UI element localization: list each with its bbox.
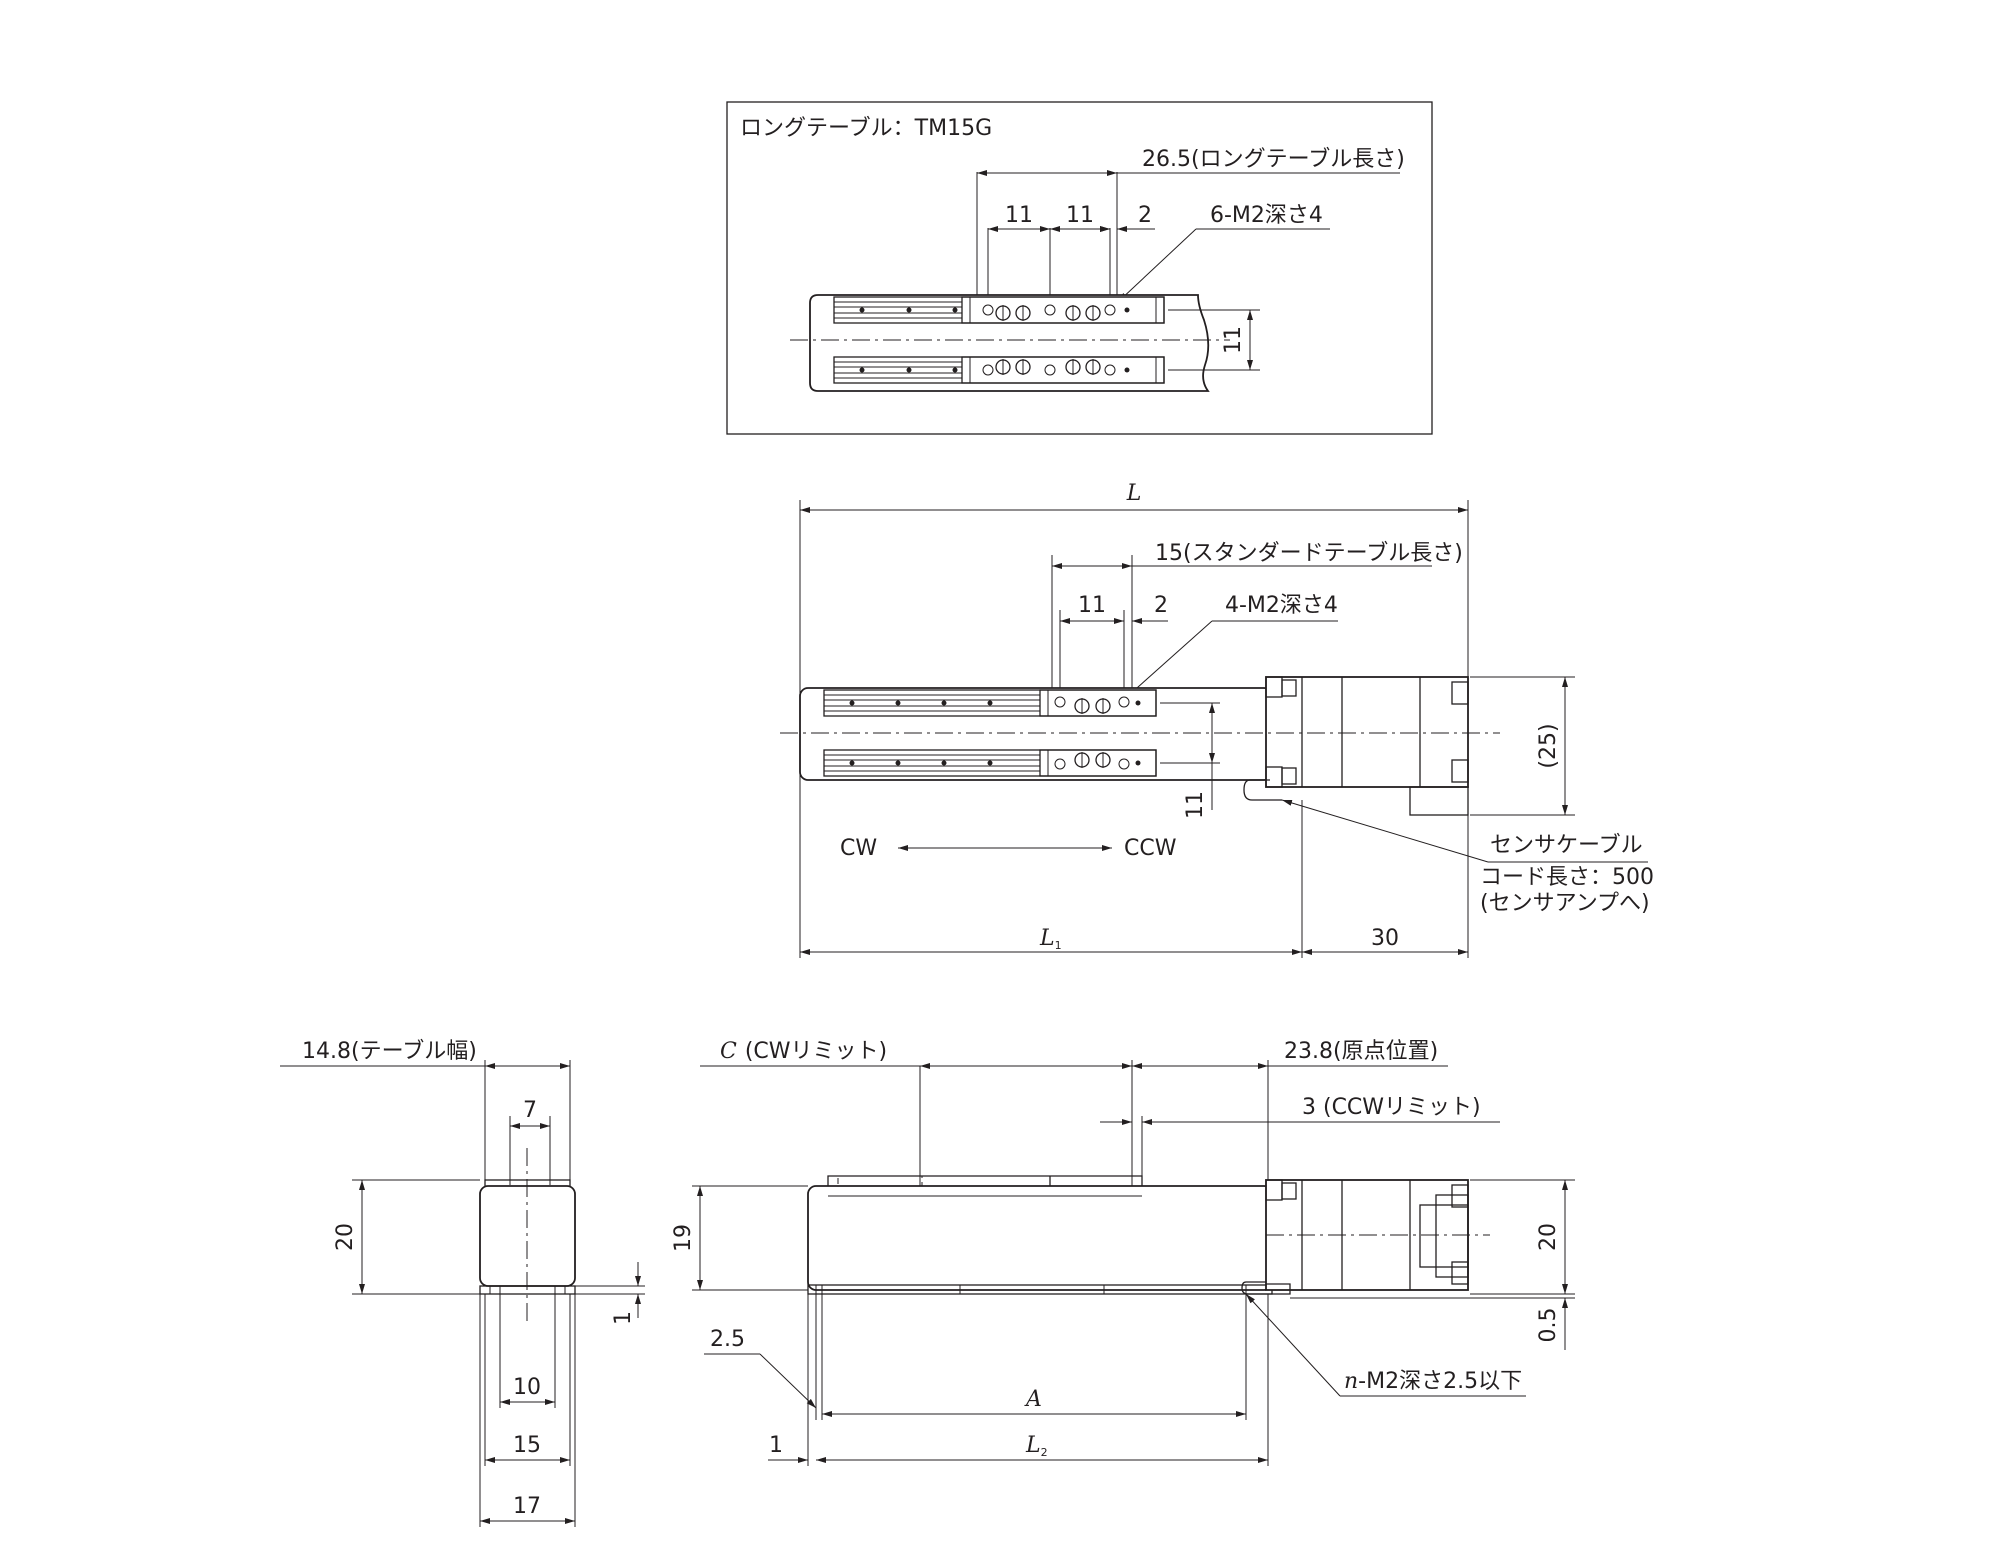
- sensor-cable-label: センサケーブル: [1490, 833, 1643, 858]
- inset-pitch-b: 11: [1066, 203, 1094, 228]
- center-width-label: 7: [523, 1098, 537, 1123]
- inset-rail-gap: 11: [1221, 326, 1246, 354]
- end-view: 14.8(テーブル幅) 7 20 1 10 15: [280, 1039, 645, 1527]
- base-gap-label: 0.5: [1536, 1308, 1561, 1343]
- top-view: L 15(スタンダードテーブル長さ) 11 2 4-M2深さ4: [780, 481, 1654, 958]
- end-w10-label: 10: [513, 1375, 541, 1400]
- direction-cw: CW: [840, 836, 877, 861]
- base-length-label: L2: [1025, 1433, 1048, 1459]
- hole-span-label: A: [1024, 1387, 1042, 1412]
- mount-holes-label: n-M2深さ2.5以下: [1344, 1369, 1522, 1394]
- top-rail-gap-label: 11: [1183, 791, 1208, 819]
- end-w17-label: 17: [513, 1494, 541, 1519]
- inset-pitch-a: 11: [1005, 203, 1033, 228]
- table-width-label: 14.8(テーブル幅): [302, 1039, 477, 1064]
- end-w15-label: 15: [513, 1433, 541, 1458]
- motor-width-label: (25): [1536, 723, 1561, 768]
- ccw-limit-label: 3 (CCWリミット): [1302, 1095, 1481, 1120]
- edge-label: 2.5: [710, 1327, 745, 1352]
- stroke-length-label: L1: [1039, 926, 1062, 952]
- inset-long-table: ロングテーブル：TM15G 26.5(ロングテーブル長さ) 11 11 2 6-…: [726, 101, 1433, 435]
- motor-length-label: 30: [1371, 926, 1399, 951]
- std-table-length-label: 15(スタンダードテーブル長さ): [1155, 541, 1463, 566]
- inset-offset: 2: [1138, 203, 1152, 228]
- top-offset-label: 2: [1154, 593, 1168, 618]
- inset-frame: [726, 101, 1433, 435]
- top-holes-label: 4-M2深さ4: [1225, 593, 1338, 618]
- overall-length-label: L: [1126, 481, 1142, 506]
- cord-note-label: (センサアンプへ): [1480, 891, 1650, 916]
- inset-title: ロングテーブル：TM15G: [740, 116, 992, 141]
- side-body-height-label: 19: [671, 1224, 696, 1252]
- inset-holes-label: 6-M2深さ4: [1210, 203, 1323, 228]
- origin-label: 23.8(原点位置): [1284, 1039, 1438, 1064]
- cw-limit-label: C(CWリミット): [720, 1039, 887, 1064]
- direction-ccw: CCW: [1124, 836, 1177, 861]
- end-gap-label: 1: [611, 1311, 636, 1325]
- side-view: C(CWリミット) 23.8(原点位置) 3 (CCWリミット) 19: [671, 1039, 1575, 1466]
- cord-length-label: コード長さ：500: [1480, 865, 1654, 890]
- inset-long-length-label: 26.5(ロングテーブル長さ): [1142, 147, 1405, 172]
- left-offset-label: 1: [769, 1433, 783, 1458]
- top-pitch-label: 11: [1078, 593, 1106, 618]
- end-height-label: 20: [333, 1223, 358, 1251]
- side-motor-height-label: 20: [1536, 1223, 1561, 1251]
